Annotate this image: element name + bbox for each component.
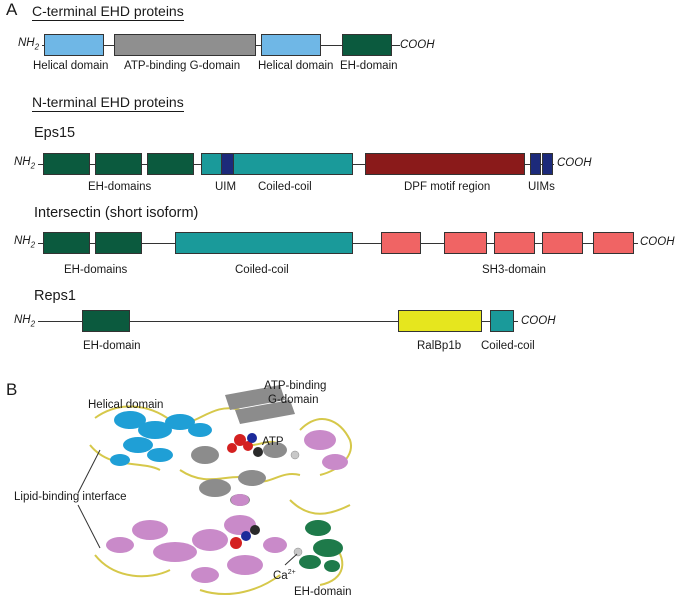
intersectin-eh-domain-1 (43, 232, 90, 254)
label-calcium: Ca2+ (273, 569, 296, 582)
eps15-eh-domain-1 (43, 153, 90, 175)
reps1-label-eh: EH-domain (83, 340, 141, 352)
reps1-label-coiled: Coiled-coil (481, 340, 535, 352)
eps15-label-uims: UIMs (528, 181, 555, 193)
eps15-dpf-region (365, 153, 525, 175)
eps15-eh-domain-2 (95, 153, 142, 175)
label-helical-domain: Helical domain (88, 399, 164, 411)
eps15-title: Eps15 (34, 125, 76, 141)
intersectin-sh3-3 (494, 232, 535, 254)
c-terminal-atp-g-domain (114, 34, 256, 56)
intersectin-eh-domain-2 (95, 232, 142, 254)
eh-domain-ribbon (299, 520, 343, 572)
eps15-label-dpf: DPF motif region (404, 181, 491, 193)
leader-lines (77, 449, 298, 566)
reps1-backbone (38, 321, 518, 322)
eps15-uims-2 (542, 153, 553, 175)
eps15-eh-domain-3 (147, 153, 194, 175)
reps1-cterm: COOH (521, 315, 556, 327)
label-atp-binding-line2: G-domain (268, 394, 319, 406)
eps15-uim (221, 153, 234, 175)
reps1-title: Reps1 (34, 288, 76, 304)
intersectin-coiled-coil (175, 232, 353, 254)
atp-spheres (227, 433, 263, 549)
c-terminal-nterm: NH2 (18, 37, 40, 52)
reps1-nterm: NH2 (14, 314, 36, 329)
helical-domain-ribbon (110, 411, 212, 466)
c-terminal-label-helical-2: Helical domain (258, 60, 334, 72)
label-atp: ATP (262, 436, 284, 448)
c-terminal-label-atp: ATP-binding G-domain (124, 60, 241, 72)
intersectin-sh3-1 (381, 232, 421, 254)
eps15-nterm: NH2 (14, 156, 36, 171)
eps15-cterm: COOH (557, 157, 592, 169)
label-lipid-binding-interface: Lipid-binding interface (14, 491, 127, 503)
eps15-coiled-coil (201, 153, 353, 175)
label-eh-domain-structure: EH-domain (294, 586, 352, 598)
intersectin-title: Intersectin (short isoform) (34, 205, 199, 221)
reps1-label-ralbp1b: RalBp1b (417, 340, 462, 352)
c-terminal-cterm: COOH (400, 39, 435, 51)
panel-b-label: B (6, 380, 18, 399)
c-terminal-helical-domain-1 (44, 34, 104, 56)
intersectin-sh3-5 (593, 232, 634, 254)
eps15-label-coiled: Coiled-coil (258, 181, 312, 193)
intersectin-sh3-2 (444, 232, 487, 254)
intersectin-cterm: COOH (640, 236, 675, 248)
c-terminal-eh-domain (342, 34, 392, 56)
reps1-eh-domain (82, 310, 130, 332)
intersectin-label-sh3: SH3-domain (482, 264, 546, 276)
c-terminal-heading: C-terminal EHD proteins (32, 3, 184, 21)
calcium-ions (290, 450, 303, 557)
c-terminal-label-helical-1: Helical domain (33, 60, 109, 72)
panel-a-label: A (6, 0, 18, 19)
intersectin-sh3-4 (542, 232, 583, 254)
intersectin-nterm: NH2 (14, 235, 36, 250)
reps1-coiled-coil (490, 310, 514, 332)
intersectin-label-eh: EH-domains (64, 264, 128, 276)
eps15-label-uim: UIM (215, 181, 237, 193)
c-terminal-label-eh: EH-domain (340, 60, 398, 72)
reps1-ralbp1b (398, 310, 482, 332)
second-monomer-ribbon (106, 430, 348, 583)
n-terminal-heading: N-terminal EHD proteins (32, 94, 184, 112)
c-terminal-helical-domain-2 (261, 34, 321, 56)
eps15-uims-1 (530, 153, 541, 175)
intersectin-label-coiled: Coiled-coil (235, 264, 289, 276)
eps15-label-eh: EH-domains (88, 181, 152, 193)
label-atp-binding-line1: ATP-binding (264, 380, 327, 392)
